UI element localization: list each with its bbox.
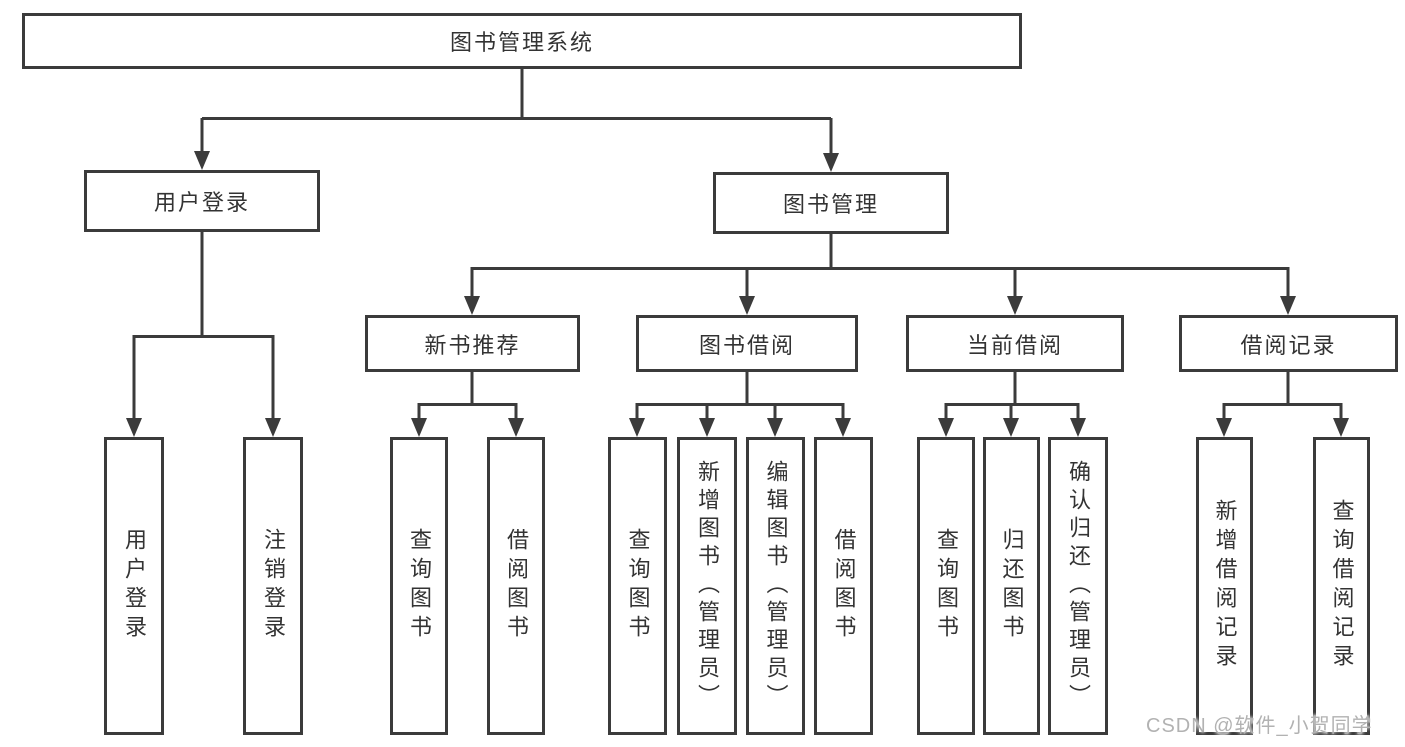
leaf-label: 用户登录 [122,528,147,644]
node-borrow-records: 借阅记录 [1179,315,1398,372]
node-new-book-recommend: 新书推荐 [365,315,580,372]
leaf-label: 归还图书 [999,528,1025,644]
leaf-label: 查询借阅记录 [1329,499,1355,673]
leaf-label: 查询图书 [934,528,959,644]
node-book-management: 图书管理 [713,172,949,234]
node-label: 当前借阅 [966,332,1063,358]
leaf-borrow-books: 借阅图书 [814,437,873,735]
leaf-label: 确认归还（管理员） [1066,460,1091,712]
leaf-borrow-books-recommend: 借阅图书 [487,437,545,735]
node-book-borrow: 图书借阅 [636,315,858,372]
leaf-label: 新增图书（管理员） [695,460,720,712]
leaf-edit-book-admin: 编辑图书（管理员） [746,437,805,735]
leaf-query-borrow-record: 查询借阅记录 [1313,437,1370,735]
leaf-confirm-return-admin: 确认归还（管理员） [1048,437,1108,735]
node-label: 新书推荐 [424,332,521,358]
node-label: 图书借阅 [698,332,795,358]
leaf-label: 注销登录 [261,528,286,644]
node-label: 用户登录 [153,190,250,215]
node-label: 借阅记录 [1240,332,1337,358]
leaf-query-books-borrow: 查询图书 [608,437,667,735]
arrowheads [126,151,1349,437]
leaf-return-books: 归还图书 [983,437,1040,735]
leaf-logout: 注销登录 [243,437,303,735]
csdn-watermark: CSDN @软件_小贺同学 [1146,715,1373,737]
leaf-label: 查询图书 [625,528,651,644]
leaf-label: 借阅图书 [504,528,529,644]
node-user-login: 用户登录 [84,170,320,232]
leaf-user-login: 用户登录 [104,437,164,735]
leaf-add-borrow-record: 新增借阅记录 [1196,437,1253,735]
leaf-query-books-current: 查询图书 [917,437,975,735]
leaf-label: 编辑图书（管理员） [763,460,789,712]
leaf-label: 新增借阅记录 [1212,499,1238,673]
node-current-borrow: 当前借阅 [906,315,1124,372]
leaf-label: 借阅图书 [831,528,857,644]
node-library-management-system: 图书管理系统 [22,13,1022,69]
leaf-query-books-recommend: 查询图书 [390,437,448,735]
leaf-label: 查询图书 [407,528,432,644]
leaf-add-book-admin: 新增图书（管理员） [677,437,737,735]
node-label: 图书管理系统 [449,30,594,55]
node-label: 图书管理 [782,192,879,217]
